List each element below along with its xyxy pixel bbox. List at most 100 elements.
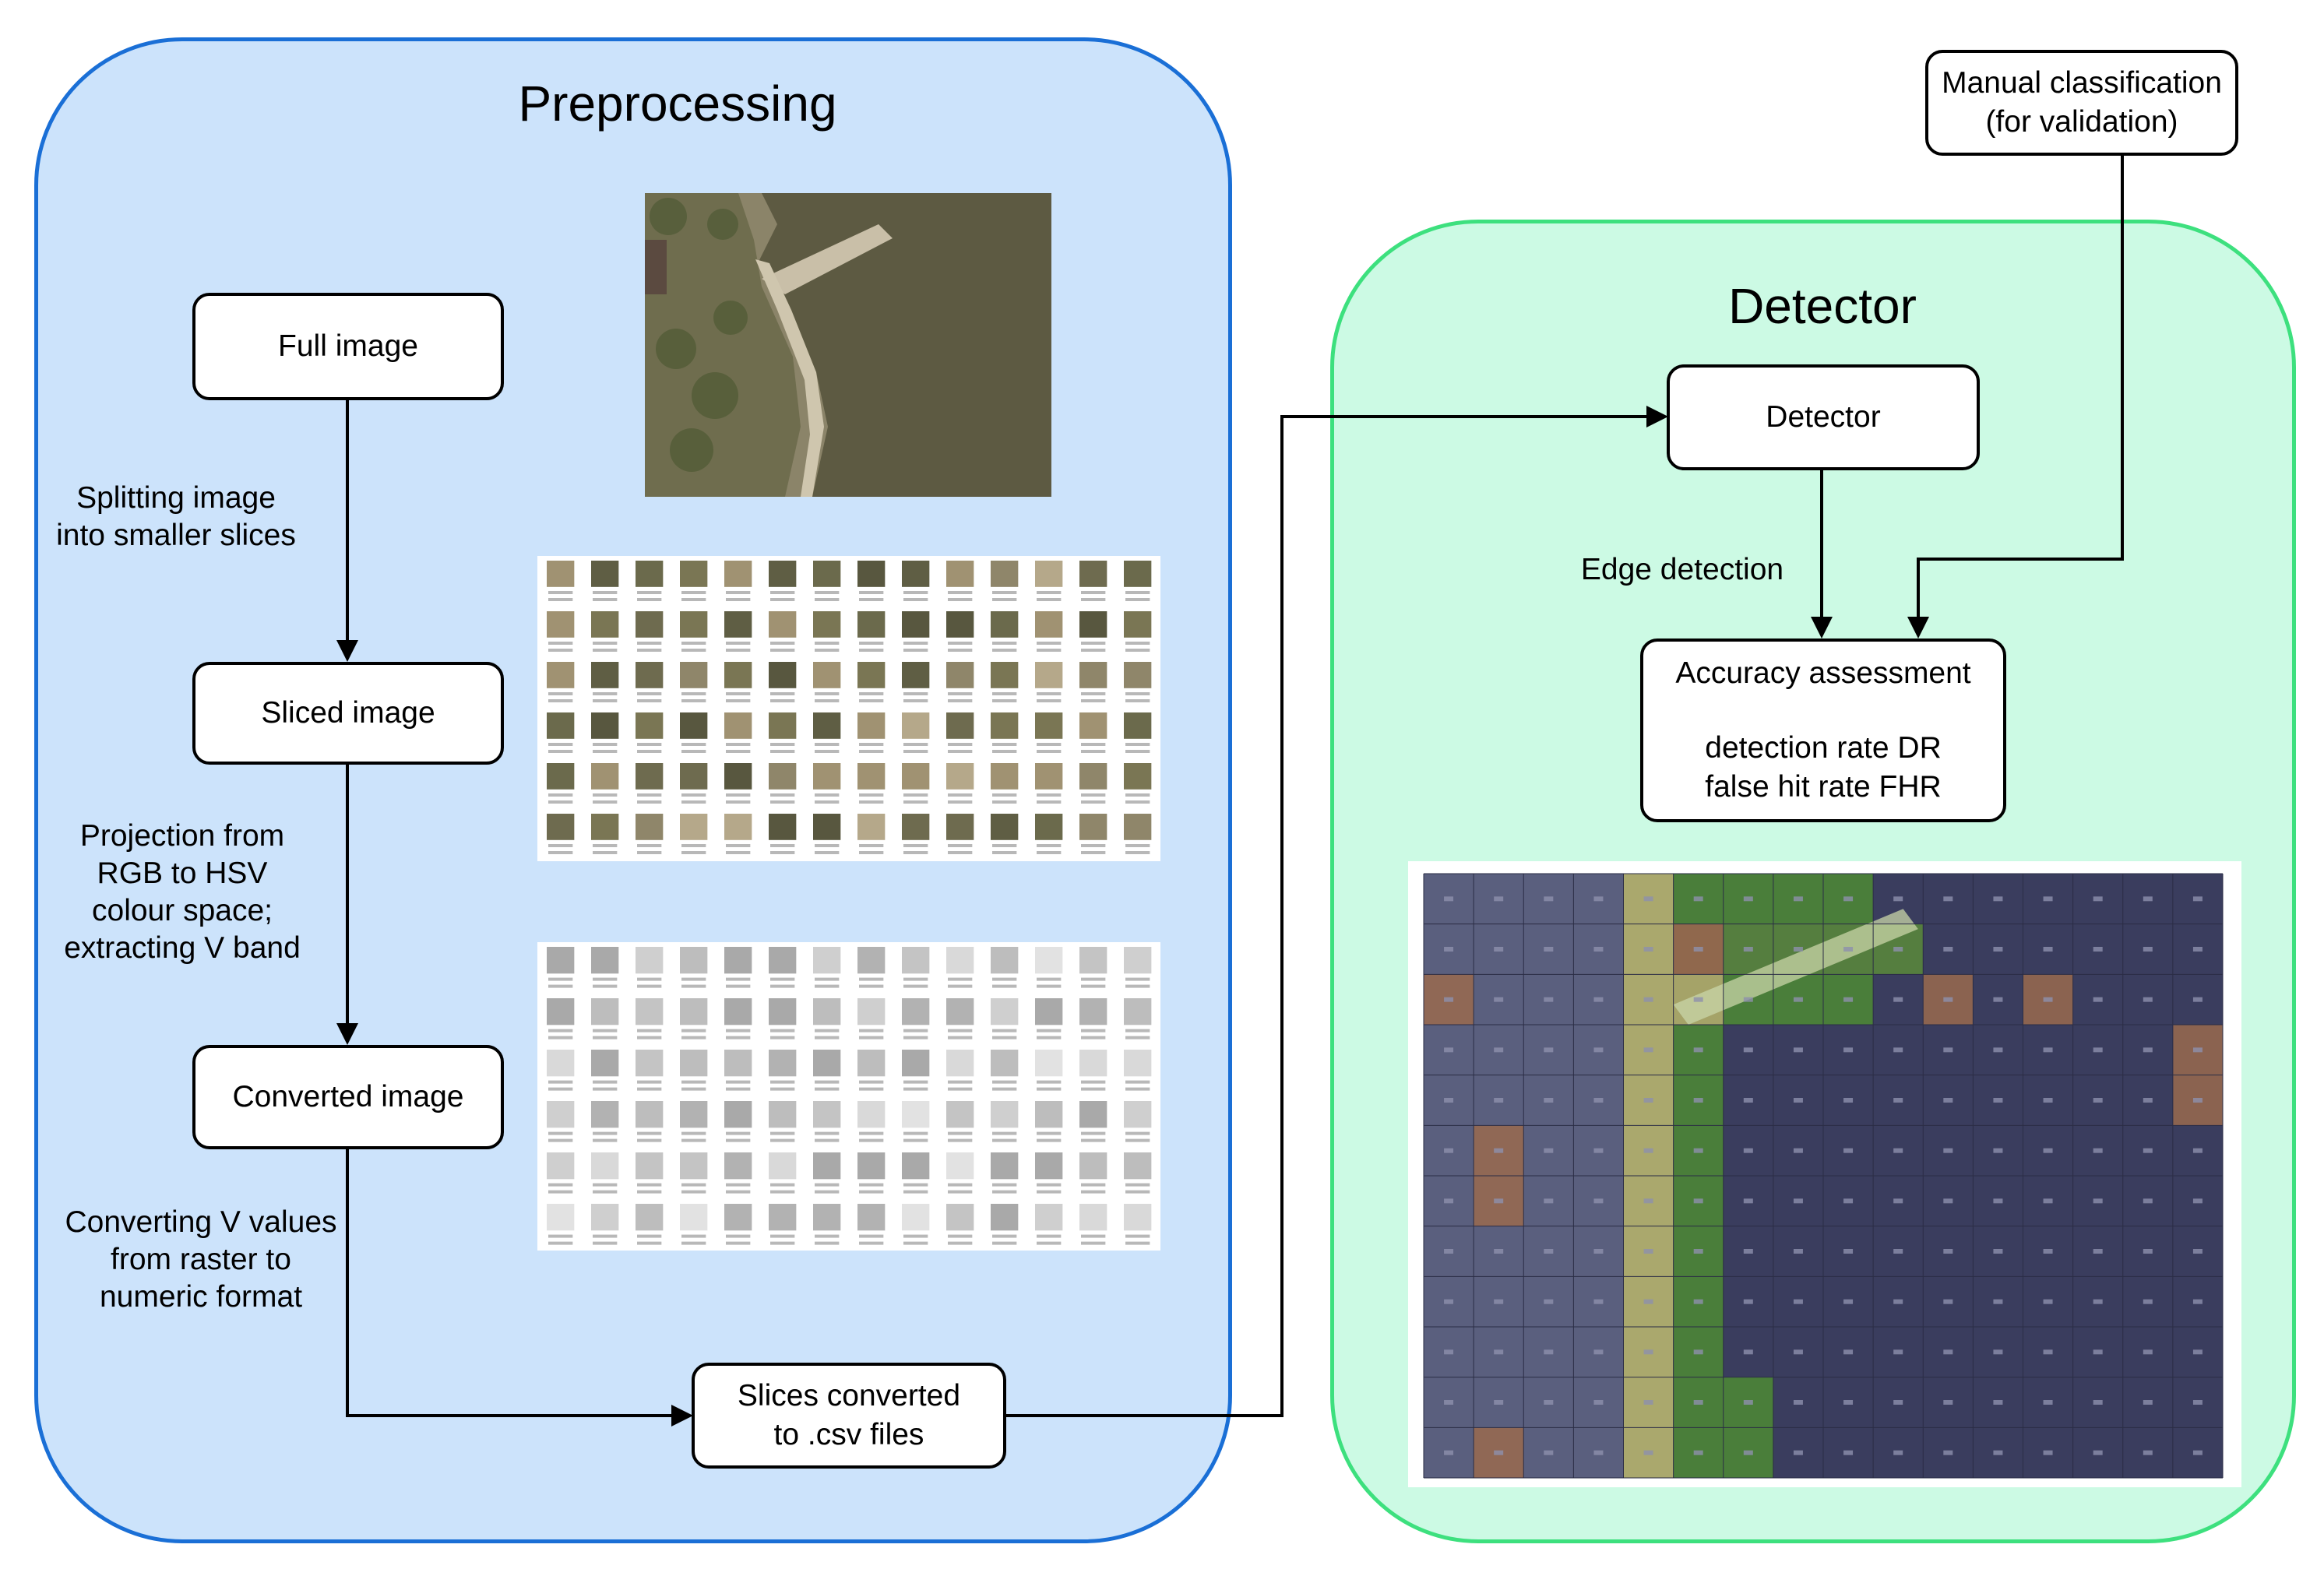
thumbnail-caption — [948, 649, 973, 652]
thumbnail — [1035, 611, 1063, 638]
thumbnail — [857, 611, 886, 638]
thumbnail-caption — [903, 743, 928, 746]
cell-value-mark — [2192, 997, 2203, 1002]
thumbnail-caption — [903, 793, 928, 797]
thumbnail-caption — [637, 1036, 662, 1040]
cell-value-mark — [1643, 1400, 1653, 1405]
thumbnail — [1079, 947, 1107, 974]
thumbnail-caption — [726, 1087, 751, 1091]
thumbnail-caption — [726, 851, 751, 854]
cell-value-mark — [2143, 1047, 2153, 1053]
thumbnail-caption — [1037, 1029, 1062, 1033]
thumbnail-caption — [815, 1087, 840, 1091]
thumbnail-caption — [948, 598, 973, 601]
thumbnail — [1035, 1050, 1063, 1077]
sliced-thumbnails — [537, 556, 1160, 861]
cell-value-mark — [1494, 1349, 1504, 1355]
thumbnail-caption — [859, 598, 884, 601]
cell-value-mark — [2143, 947, 2153, 952]
thumbnail-caption — [903, 844, 928, 847]
thumbnail — [857, 947, 886, 974]
thumbnail-caption — [992, 793, 1017, 797]
full-image-photo — [645, 193, 1051, 497]
thumbnail — [547, 1101, 575, 1128]
thumbnail — [1079, 814, 1107, 840]
thumbnail-caption — [903, 1131, 928, 1135]
thumbnail — [724, 561, 752, 587]
thumbnail — [680, 1204, 708, 1231]
thumbnail — [902, 1204, 930, 1231]
cell-value-mark — [1743, 1148, 1753, 1153]
thumbnail-caption — [948, 800, 973, 804]
cell-value-mark — [2143, 997, 2153, 1002]
thumbnail — [946, 662, 974, 688]
thumbnail — [857, 712, 886, 739]
thumbnail — [547, 712, 575, 739]
thumbnail — [591, 1101, 619, 1128]
cell-value-mark — [2093, 1349, 2103, 1355]
thumbnail-caption — [992, 1190, 1017, 1194]
cell-value-mark — [1843, 1349, 1854, 1355]
slices-csv-box: Slices converted to .csv files — [692, 1363, 1006, 1469]
thumbnail — [769, 1101, 797, 1128]
thumbnail-caption — [637, 800, 662, 804]
cell-value-mark — [1693, 947, 1703, 952]
thumbnail-caption — [681, 800, 706, 804]
thumbnail-caption — [681, 591, 706, 594]
thumbnail-caption — [859, 649, 884, 652]
thumbnail-caption — [637, 598, 662, 601]
accuracy-line2: false hit rate FHR — [1705, 770, 1942, 804]
thumbnail-caption — [726, 750, 751, 753]
cell-value-mark — [1943, 1299, 1953, 1304]
thumbnail-caption — [1125, 844, 1150, 847]
thumbnail — [680, 561, 708, 587]
thumbnail-caption — [637, 692, 662, 695]
thumbnail — [857, 662, 886, 688]
thumbnail-caption — [815, 977, 840, 981]
thumbnail-caption — [859, 1241, 884, 1245]
thumbnail-caption — [815, 750, 840, 753]
thumbnail-caption — [1125, 1183, 1150, 1187]
thumbnail — [1035, 662, 1063, 688]
cell-value-mark — [1593, 1148, 1604, 1153]
thumbnail — [769, 662, 797, 688]
thumbnail-caption — [548, 598, 573, 601]
cell-value-mark — [1593, 1198, 1604, 1204]
cell-value-mark — [1893, 997, 1903, 1002]
thumbnail-caption — [593, 1087, 618, 1091]
thumbnail-caption — [593, 977, 618, 981]
thumbnail — [680, 814, 708, 840]
thumbnail — [1079, 1152, 1107, 1180]
thumbnail-caption — [859, 984, 884, 988]
thumbnail — [769, 611, 797, 638]
thumbnail-caption — [726, 1029, 751, 1033]
cell-value-mark — [2093, 997, 2103, 1002]
thumbnail-caption — [770, 851, 795, 854]
thumbnail-caption — [1081, 800, 1106, 804]
cell-value-mark — [1893, 896, 1903, 902]
thumbnail-caption — [948, 1036, 973, 1040]
thumbnail-caption — [1081, 598, 1106, 601]
thumbnail-caption — [548, 844, 573, 847]
cell-value-mark — [2143, 1148, 2153, 1153]
thumbnail-caption — [903, 984, 928, 988]
cell-value-mark — [1943, 947, 1953, 952]
thumbnail-caption — [548, 642, 573, 645]
thumbnail — [813, 662, 841, 688]
thumbnail — [991, 814, 1019, 840]
thumbnail-caption — [681, 1183, 706, 1187]
cell-value-mark — [1993, 1047, 2003, 1053]
cell-value-mark — [1494, 1249, 1504, 1254]
cell-value-mark — [2143, 1349, 2153, 1355]
accuracy-line1: detection rate DR — [1705, 731, 1942, 765]
thumbnail-caption — [726, 800, 751, 804]
thumbnail-caption — [770, 1036, 795, 1040]
thumbnail-caption — [637, 1080, 662, 1084]
thumbnail-caption — [992, 977, 1017, 981]
cell-value-mark — [1643, 1198, 1653, 1204]
cell-value-mark — [1444, 1047, 1454, 1053]
cell-value-mark — [2192, 1349, 2203, 1355]
thumbnail-caption — [593, 793, 618, 797]
cell-value-mark — [2192, 947, 2203, 952]
thumbnail — [813, 611, 841, 638]
